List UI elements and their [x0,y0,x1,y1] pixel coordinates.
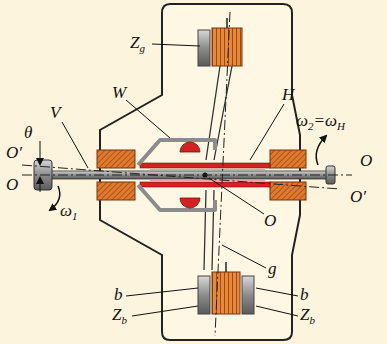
part-label: ω1 [60,202,78,225]
part-label: O [6,176,18,194]
gear [198,18,242,66]
angle-mark [40,141,41,192]
part-label: Zb [300,306,315,329]
part-label: V [50,104,60,122]
leader-line [62,44,298,316]
part-label: O [264,212,276,230]
gear [198,262,254,314]
part-label: O [360,152,372,170]
part-label: Zg [130,34,145,57]
part-label: g [268,260,277,278]
axis-line [22,12,352,336]
part-label: ω2=ωH [296,112,345,135]
part-label: b [300,286,309,304]
part-label: θ [24,124,32,142]
part-label: O′ [6,144,22,162]
rotation-arrow [316,136,326,165]
rotation-arrow [50,186,60,210]
part-label: W [112,84,126,102]
part-label: Zb [112,306,127,329]
part-label: b [114,286,123,304]
part-label: O′ [350,188,366,206]
part-label: H [282,86,294,104]
